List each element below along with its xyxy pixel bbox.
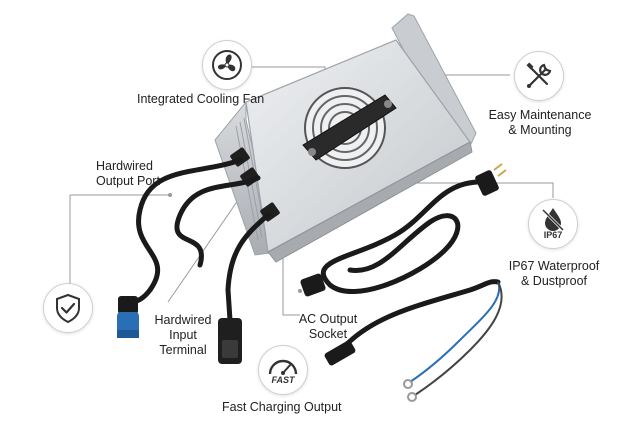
label-output-port: Hardwired Output Port bbox=[96, 159, 160, 188]
label-cooling-fan: Integrated Cooling Fan bbox=[137, 92, 265, 106]
fast-charging-lead bbox=[324, 281, 503, 402]
input-terminal-connector bbox=[218, 318, 242, 364]
label-fast-charging: Fast Charging Output bbox=[222, 400, 342, 414]
label-ac-socket: AC Output Socket bbox=[298, 312, 358, 341]
label-waterproof: IP67 Waterproof & Dustproof bbox=[508, 259, 600, 288]
water-drop-icon bbox=[541, 208, 565, 232]
label-maintenance: Easy Maintenance & Mounting bbox=[488, 108, 592, 137]
waterproof-badge: IP67 bbox=[528, 199, 578, 249]
fast-badge: FAST bbox=[258, 345, 308, 395]
wrench-screwdriver-icon bbox=[526, 62, 552, 88]
label-input-terminal: Hardwired Input Terminal bbox=[154, 313, 212, 357]
shield-badge bbox=[43, 283, 93, 333]
ip67-badge-text: IP67 bbox=[543, 230, 563, 240]
output-port-connector bbox=[117, 296, 139, 338]
tools-badge bbox=[514, 51, 564, 101]
fan-icon bbox=[212, 50, 242, 80]
fan-badge bbox=[202, 40, 252, 90]
speedometer-icon bbox=[268, 359, 298, 375]
ac-plug bbox=[475, 163, 507, 196]
fast-badge-text: FAST bbox=[271, 375, 295, 385]
shield-check-icon bbox=[56, 293, 80, 324]
ac-socket-connector bbox=[300, 273, 326, 297]
